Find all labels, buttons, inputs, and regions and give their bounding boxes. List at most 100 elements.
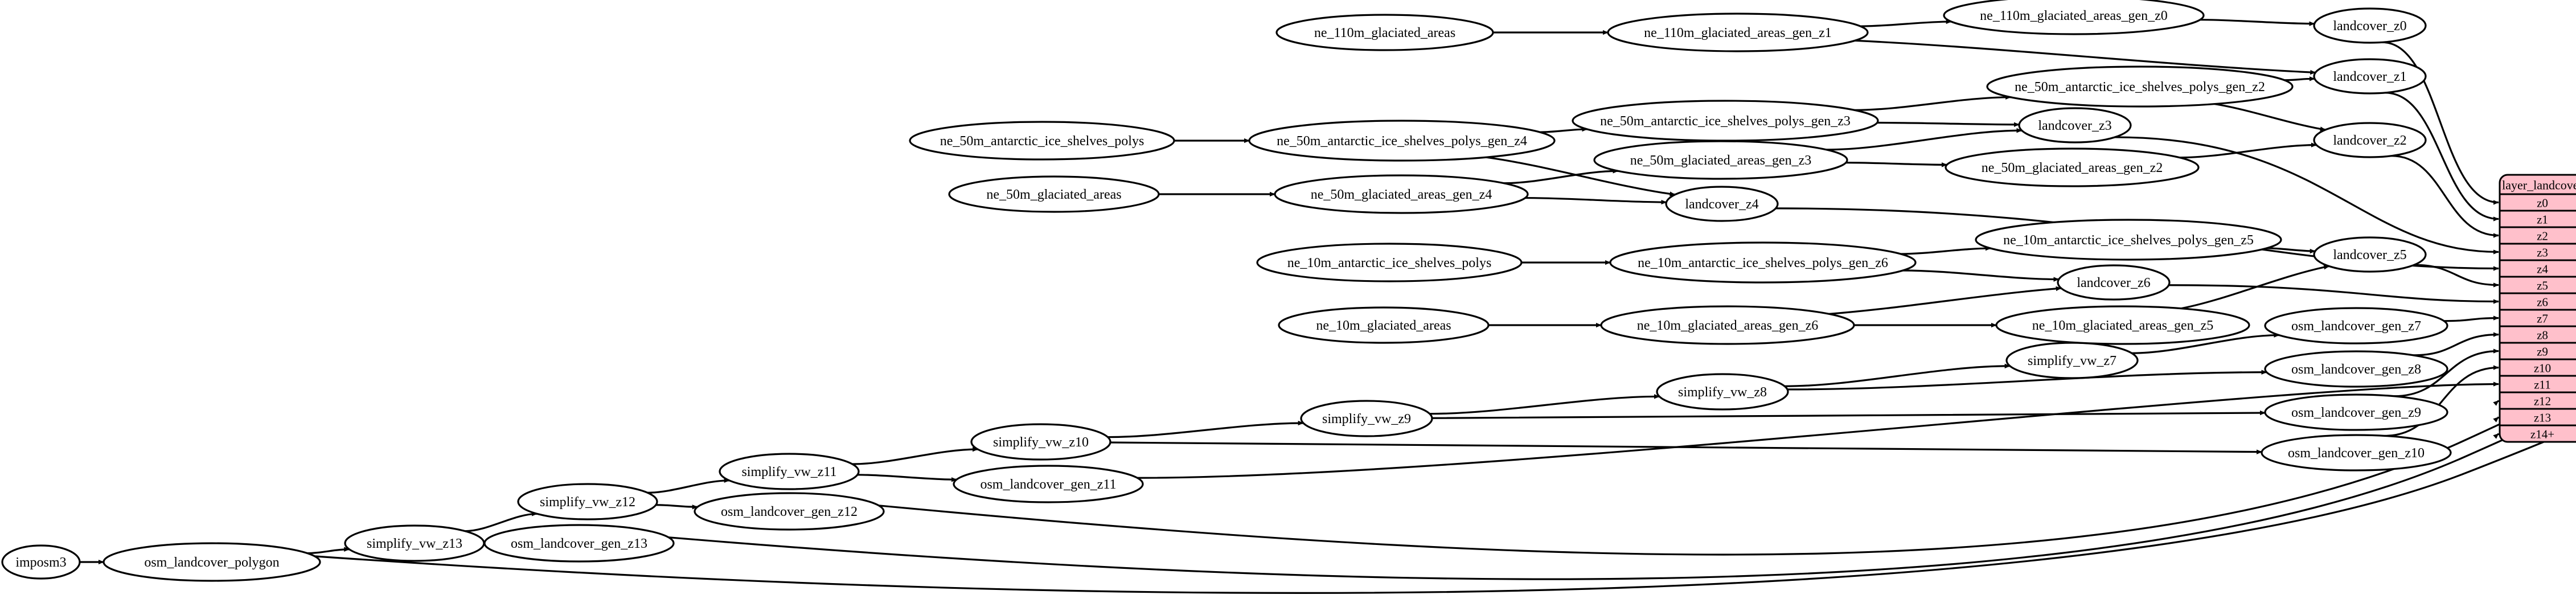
table-row-z6[interactable]: z6 <box>2537 296 2548 309</box>
node-ne_50m_antarctic_ice_shelves_polys[interactable]: ne_50m_antarctic_ice_shelves_polys <box>909 121 1175 161</box>
table-row-z3[interactable]: z3 <box>2537 246 2548 260</box>
node-label: ne_10m_antarctic_ice_shelves_polys_gen_z… <box>1638 256 1888 270</box>
table-row-z2[interactable]: z2 <box>2537 229 2548 243</box>
node-ne_50m_antarctic_ice_shelves_polys_gen_z3[interactable]: ne_50m_antarctic_ice_shelves_polys_gen_z… <box>1572 100 1879 142</box>
node-ellipse <box>2313 58 2427 95</box>
node-ne_50m_antarctic_ice_shelves_polys_gen_z2[interactable]: ne_50m_antarctic_ice_shelves_polys_gen_z… <box>1986 65 2294 108</box>
edge-ne_110m_glaciated_areas_gen_z0--to--landcover_z0 <box>2200 19 2315 26</box>
node-landcover_z1[interactable]: landcover_z1 <box>2313 58 2427 95</box>
node-ellipse <box>2264 393 2448 431</box>
node-label: simplify_vw_z9 <box>1322 412 1411 427</box>
node-ellipse <box>2313 236 2427 273</box>
node-ne_110m_glaciated_areas[interactable]: ne_110m_glaciated_areas <box>1275 14 1494 51</box>
edge-osm_landcover_gen_z8--to--layer_landcover-z8 <box>2413 332 2499 356</box>
node-ne_50m_glaciated_areas_gen_z4[interactable]: ne_50m_glaciated_areas_gen_z4 <box>1274 174 1529 214</box>
node-osm_landcover_gen_z13[interactable]: osm_landcover_gen_z13 <box>483 524 675 563</box>
table-row-z0[interactable]: z0 <box>2537 196 2548 210</box>
node-label: landcover_z4 <box>1685 197 1758 212</box>
nodes-group: imposm3 osm_landcover_polygon simplify_vw_… <box>1 0 2452 582</box>
table-row-z10[interactable]: z10 <box>2534 362 2551 375</box>
edge-simplify_vw_z9--to--simplify_vw_z8 <box>1429 394 1660 415</box>
node-label: osm_landcover_gen_z8 <box>2291 362 2421 377</box>
node-label: landcover_z3 <box>2038 118 2111 133</box>
table-row-z12[interactable]: z12 <box>2534 395 2551 408</box>
node-ne_10m_antarctic_ice_shelves_polys_gen_z6[interactable]: ne_10m_antarctic_ice_shelves_polys_gen_z… <box>1609 241 1917 284</box>
table-row-z1[interactable]: z1 <box>2537 213 2548 227</box>
node-label: ne_50m_antarctic_ice_shelves_polys_gen_z… <box>2015 80 2265 95</box>
node-ne_50m_antarctic_ice_shelves_polys_gen_z4[interactable]: ne_50m_antarctic_ice_shelves_polys_gen_z… <box>1248 120 1556 162</box>
edge-ne_110m_glaciated_areas_gen_z1--to--landcover_z1 <box>1855 39 2316 75</box>
node-osm_landcover_gen_z8[interactable]: osm_landcover_gen_z8 <box>2264 350 2448 388</box>
node-ellipse <box>2313 7 2427 44</box>
table-row-z7[interactable]: z7 <box>2537 312 2548 326</box>
node-label: ne_50m_antarctic_ice_shelves_polys <box>940 134 1145 149</box>
node-label: landcover_z6 <box>2077 276 2150 290</box>
node-ellipse <box>1945 147 2200 187</box>
edge-osm_landcover_gen_z13--to--layer_landcover-z13 <box>668 392 2576 580</box>
node-ne_10m_glaciated_areas[interactable]: ne_10m_glaciated_areas <box>1278 306 1490 344</box>
node-osm_landcover_gen_z10[interactable]: osm_landcover_gen_z10 <box>2261 434 2452 471</box>
node-landcover_z4[interactable]: landcover_z4 <box>1665 186 1779 222</box>
node-landcover_z6[interactable]: landcover_z6 <box>2057 264 2171 301</box>
node-ellipse <box>1300 400 1433 437</box>
edge-ne_50m_glaciated_areas_gen_z3--to--landcover_z3 <box>1826 128 2023 151</box>
node-ellipse <box>1665 186 1779 222</box>
edge-ne_50m_antarctic_ice_shelves_polys_gen_z3--to--ne_50m_antarctic_ice_shelves_polys_gen_z2 <box>1854 95 2012 111</box>
node-label: ne_50m_glaciated_areas_gen_z2 <box>1982 161 2163 175</box>
node-ne_50m_glaciated_areas_gen_z2[interactable]: ne_50m_glaciated_areas_gen_z2 <box>1945 147 2200 187</box>
node-ne_10m_antarctic_ice_shelves_polys[interactable]: ne_10m_antarctic_ice_shelves_polys <box>1256 243 1523 282</box>
node-label: landcover_z0 <box>2333 19 2406 34</box>
node-osm_landcover_gen_z9[interactable]: osm_landcover_gen_z9 <box>2264 393 2448 431</box>
edge-ne_50m_antarctic_ice_shelves_polys_gen_z2--to--landcover_z2 <box>2214 102 2326 132</box>
node-label: ne_10m_glaciated_areas_gen_z5 <box>2032 318 2214 333</box>
node-simplify_vw_z11[interactable]: simplify_vw_z11 <box>719 453 860 490</box>
node-ellipse <box>1975 219 2282 261</box>
node-label: simplify_vw_z10 <box>993 435 1089 450</box>
node-landcover_z2[interactable]: landcover_z2 <box>2313 122 2427 158</box>
node-simplify_vw_z7[interactable]: simplify_vw_z7 <box>2005 342 2139 379</box>
table-row-z11[interactable]: z11 <box>2534 378 2551 392</box>
node-simplify_vw_z8[interactable]: simplify_vw_z8 <box>1656 373 1789 411</box>
table-row-z4[interactable]: z4 <box>2537 263 2548 276</box>
node-ne_10m_antarctic_ice_shelves_polys_gen_z5[interactable]: ne_10m_antarctic_ice_shelves_polys_gen_z… <box>1975 219 2282 261</box>
node-ne_110m_glaciated_areas_gen_z1[interactable]: ne_110m_glaciated_areas_gen_z1 <box>1607 13 1869 52</box>
node-ellipse <box>970 423 1111 461</box>
node-ellipse <box>1572 100 1879 142</box>
node-ellipse <box>1248 120 1556 162</box>
node-ne_50m_glaciated_areas_gen_z3[interactable]: ne_50m_glaciated_areas_gen_z3 <box>1593 140 1848 180</box>
node-osm_landcover_polygon[interactable]: osm_landcover_polygon <box>102 542 321 582</box>
node-label: simplify_vw_z13 <box>367 536 462 551</box>
table-row-z8[interactable]: z8 <box>2537 329 2548 342</box>
table-row-z14+[interactable]: z14+ <box>2530 428 2554 441</box>
node-simplify_vw_z10[interactable]: simplify_vw_z10 <box>970 423 1111 461</box>
node-ne_110m_glaciated_areas_gen_z0[interactable]: ne_110m_glaciated_areas_gen_z0 <box>1943 0 2205 35</box>
node-label: ne_50m_glaciated_areas_gen_z4 <box>1311 187 1492 202</box>
node-simplify_vw_z12[interactable]: simplify_vw_z12 <box>517 483 658 520</box>
node-label: simplify_vw_z8 <box>1678 385 1767 400</box>
table-row-z9[interactable]: z9 <box>2537 345 2548 359</box>
node-imposm3[interactable]: imposm3 <box>1 544 81 580</box>
table-row-z13[interactable]: z13 <box>2534 411 2551 425</box>
edge-osm_landcover_gen_z11--to--layer_landcover-z11 <box>1137 382 2499 479</box>
node-simplify_vw_z9[interactable]: simplify_vw_z9 <box>1300 400 1433 437</box>
node-ellipse <box>1609 241 1917 284</box>
node-label: simplify_vw_z12 <box>540 495 635 510</box>
edge-landcover_z3--to--layer_landcover-z3 <box>2115 136 2499 255</box>
node-ellipse <box>483 524 675 563</box>
node-simplify_vw_z13[interactable]: simplify_vw_z13 <box>344 524 485 562</box>
node-osm_landcover_gen_z12[interactable]: osm_landcover_gen_z12 <box>694 492 885 531</box>
node-ne_50m_glaciated_areas[interactable]: ne_50m_glaciated_areas <box>948 175 1160 213</box>
node-ne_10m_glaciated_areas_gen_z5[interactable]: ne_10m_glaciated_areas_gen_z5 <box>1995 305 2250 345</box>
node-ellipse <box>2264 350 2448 388</box>
layer-landcover-table[interactable]: layer_landcoverz0z1z2z3z4z5z6z7z8z9z10z1… <box>2499 174 2576 443</box>
node-label: landcover_z1 <box>2333 69 2406 84</box>
node-ne_10m_glaciated_areas_gen_z6[interactable]: ne_10m_glaciated_areas_gen_z6 <box>1600 305 1855 345</box>
node-landcover_z0[interactable]: landcover_z0 <box>2313 7 2427 44</box>
table-row-z5[interactable]: z5 <box>2537 279 2548 293</box>
node-osm_landcover_gen_z7[interactable]: osm_landcover_gen_z7 <box>2264 307 2448 345</box>
node-landcover_z3[interactable]: landcover_z3 <box>2018 107 2132 143</box>
edge-landcover_z6--to--layer_landcover-z6 <box>2168 284 2499 304</box>
edge-landcover_z1--to--layer_landcover-z1 <box>2385 92 2499 222</box>
node-landcover_z5[interactable]: landcover_z5 <box>2313 236 2427 273</box>
node-osm_landcover_gen_z11[interactable]: osm_landcover_gen_z11 <box>953 465 1144 503</box>
